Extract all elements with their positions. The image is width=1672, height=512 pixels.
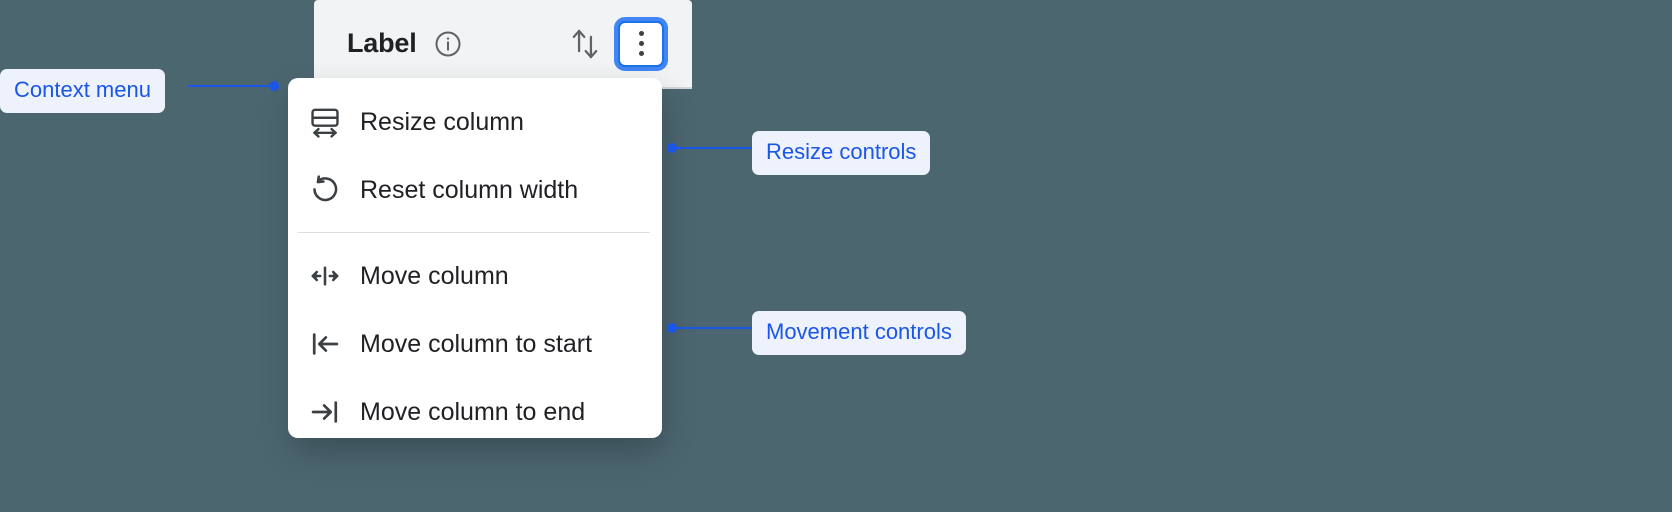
menu-divider (298, 232, 650, 233)
kebab-dot (638, 51, 644, 56)
menu-item-label: Move column (360, 261, 509, 290)
annotation-leader-line (676, 147, 756, 149)
move-to-start-icon (308, 327, 342, 361)
sort-up-down-icon[interactable] (568, 25, 618, 63)
info-circle-icon[interactable] (417, 29, 463, 59)
menu-item-resize-column[interactable]: Resize column (288, 88, 662, 156)
kebab-dot (638, 41, 644, 46)
menu-item-label: Reset column width (360, 175, 579, 204)
annotation-anchor-dot (667, 323, 677, 333)
reset-width-icon (308, 173, 342, 207)
menu-item-label: Move column to end (360, 397, 586, 426)
annotation-anchor-dot (667, 143, 677, 153)
menu-item-reset-column-width[interactable]: Reset column width (288, 156, 662, 224)
context-menu: Resize column Reset column width (288, 78, 662, 438)
move-to-end-icon (308, 395, 342, 429)
menu-item-move-column-to-end[interactable]: Move column to end (288, 378, 662, 446)
annotation-resize-controls: Resize controls (752, 131, 931, 175)
annotation-context-menu: Context menu (0, 69, 165, 113)
resize-column-icon (308, 105, 342, 139)
annotation-anchor-dot (269, 81, 279, 91)
move-column-icon (308, 259, 342, 293)
kebab-dot (638, 31, 644, 36)
annotation-movement-controls: Movement controls (752, 311, 966, 355)
menu-item-label: Move column to start (360, 329, 593, 358)
menu-item-move-column-to-start[interactable]: Move column to start (288, 310, 662, 378)
annotation-leader-line (188, 85, 273, 87)
column-header: Label (314, 0, 692, 89)
menu-item-move-column[interactable]: Move column (288, 242, 662, 310)
annotation-leader-line (676, 327, 756, 329)
page-title: Label (347, 28, 417, 58)
kebab-vertical-icon-button[interactable] (618, 20, 664, 67)
menu-item-label: Resize column (360, 107, 524, 136)
